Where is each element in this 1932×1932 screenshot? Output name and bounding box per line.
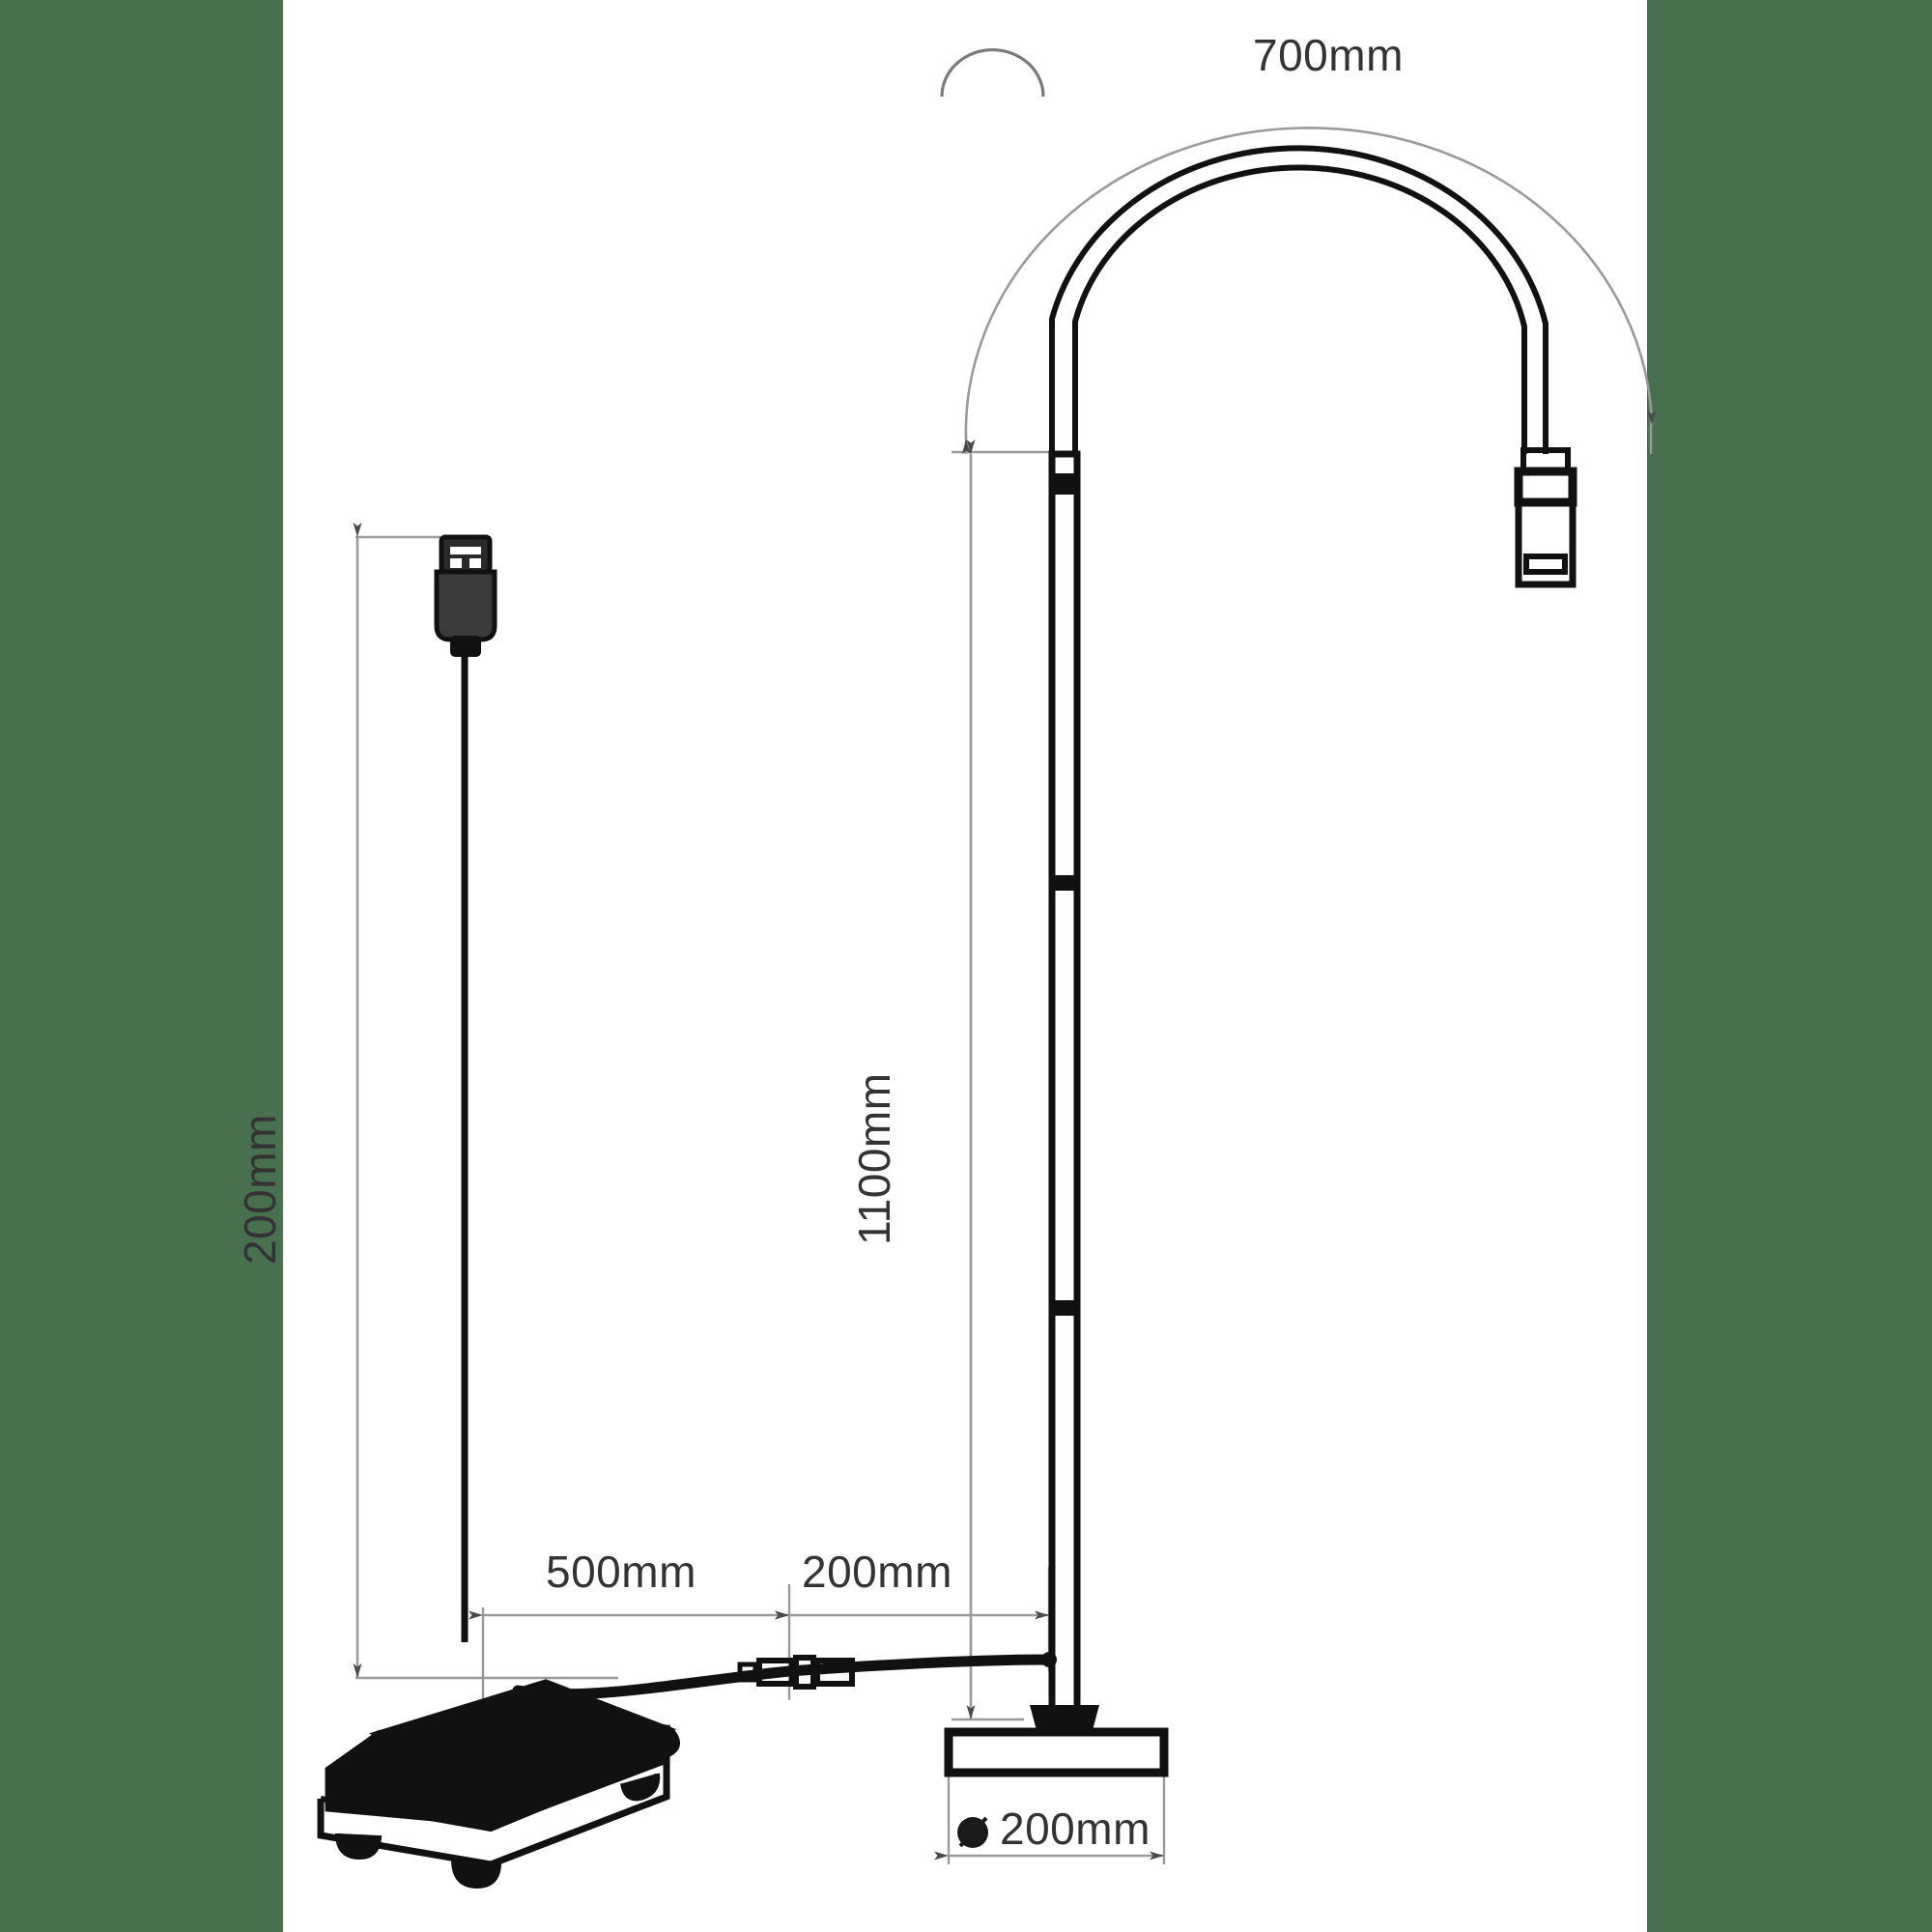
gooseneck-outer-wall (1049, 145, 1548, 454)
dimension-line-arc-700 (961, 127, 1657, 455)
base-pole-flange (1030, 1705, 1099, 1734)
foot-pedal (317, 1679, 680, 1889)
right-letterbox-bar (1647, 0, 1932, 1932)
dimension-label-pole-height: 1100mm (849, 1072, 899, 1245)
pole-tube (1048, 450, 1081, 1725)
dimension-base-diameter (934, 1816, 1164, 1861)
pole-joint-top-collar (1052, 473, 1077, 495)
gooseneck (1049, 145, 1548, 454)
usb-plug (434, 534, 497, 657)
lamp-head-body (1515, 498, 1577, 588)
inline-connector-barrel-left (756, 1658, 795, 1687)
dimension-label-pedal-to-connector: 500mm (546, 1547, 696, 1597)
foot-pedal-foot-front (451, 1859, 501, 1889)
cable-pole-entry (1041, 1652, 1057, 1667)
dimension-arc-reach (940, 47, 1657, 455)
lamp-head-collar (1514, 467, 1577, 507)
lamp-head-lens (1523, 554, 1568, 575)
dimension-extension-lines (355, 415, 1653, 1864)
gooseneck-inner-wall (1072, 164, 1527, 454)
arc-length-symbol-icon (940, 47, 1045, 98)
power-cable (461, 624, 1057, 1700)
foot-pedal-foot-right (620, 1773, 661, 1802)
inline-connector-ferrule-left (737, 1662, 758, 1683)
usb-plug-strain-relief (450, 636, 481, 657)
dimension-label-arc-reach: 700mm (1253, 30, 1404, 80)
pole-joint-lower (1052, 1300, 1077, 1316)
base-plate-body (944, 1727, 1169, 1777)
dimension-label-base-diameter: 200mm (1000, 1804, 1151, 1854)
pole (1048, 450, 1081, 1725)
inline-connector-ring (793, 1655, 816, 1690)
foot-pedal-foot-left (335, 1833, 382, 1861)
foot-pedal-cable-boss (648, 1723, 680, 1759)
dimension-label-cable-height: 200mm (235, 1114, 285, 1264)
lamp-head (1514, 447, 1577, 588)
usb-plug-slot-top (450, 547, 481, 554)
inline-connector-barrel-right (814, 1658, 855, 1687)
usb-plug-slot-right (469, 558, 481, 568)
dimension-label-connector-to-pole: 200mm (802, 1547, 952, 1597)
left-letterbox-bar (0, 0, 283, 1932)
foot-pedal-housing-edge (320, 1753, 668, 1833)
pole-joint-upper (1052, 875, 1077, 891)
base-plate (944, 1705, 1169, 1777)
diameter-symbol-slash (958, 1816, 988, 1848)
usb-plug-slot-left (450, 558, 462, 568)
inline-connector (737, 1655, 855, 1690)
usb-plug-body (434, 569, 497, 642)
